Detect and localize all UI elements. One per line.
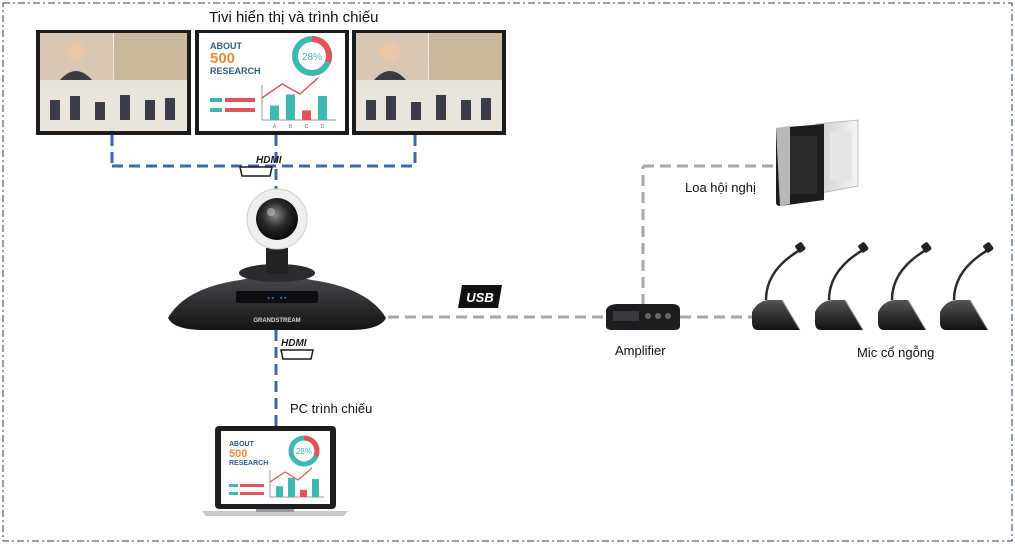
laptop-slide-bar — [288, 477, 295, 497]
svg-text:▪▪ ▪▪: ▪▪ ▪▪ — [266, 295, 287, 303]
hdmi-label-bottom: HDMI — [281, 338, 307, 349]
slide-percent: 28% — [302, 52, 322, 63]
laptop-slide-bar — [300, 489, 307, 497]
usb-label: USB — [466, 290, 493, 305]
tv-display-right — [352, 30, 506, 135]
video-conference-camera-icon: ▪▪ ▪▪ GRANDSTREAM — [168, 188, 386, 330]
laptop-slide-heading-3: RESEARCH — [229, 460, 268, 467]
slide-arrow-rows — [210, 98, 255, 112]
device-brand: GRANDSTREAM — [253, 318, 300, 324]
gooseneck-mic-icon — [940, 242, 994, 331]
slide-heading-2: 500 — [210, 50, 235, 67]
slide-bar-label: D — [321, 124, 325, 130]
hdmi-connector-icon: HDMI — [239, 155, 282, 177]
slide-bar — [270, 105, 279, 120]
hdmi-connector-icon: HDMI — [280, 338, 314, 360]
hdmi-label-top: HDMI — [256, 155, 282, 166]
slide-bar — [318, 96, 327, 120]
amplifier-label: Amplifier — [615, 343, 666, 358]
speaker-icon — [776, 119, 859, 206]
laptop-icon: ABOUT 500 RESEARCH 28% — [202, 426, 348, 516]
slide-heading-1: ABOUT — [210, 41, 242, 51]
audio-links — [388, 164, 778, 319]
slide-bar-labels: A B C D — [273, 124, 325, 130]
laptop-slide-bar — [276, 486, 283, 497]
gooseneck-mics — [752, 242, 994, 331]
usb-connector-icon: USB — [458, 285, 502, 308]
laptop-slide-bars — [276, 477, 319, 497]
slide-bar-label: C — [305, 124, 309, 130]
pc-label: PC trình chiếu — [290, 401, 373, 416]
slide-bars — [270, 94, 327, 120]
amplifier-icon — [606, 304, 680, 330]
laptop-slide-heading-2: 500 — [229, 448, 247, 460]
tv-display-left — [36, 30, 191, 135]
hdmi-links — [110, 135, 417, 426]
slide-bar — [302, 110, 311, 120]
gooseneck-mic-icon — [752, 242, 806, 331]
gooseneck-mic-icon — [878, 242, 932, 331]
mic-label: Mic cổ ngỗng — [857, 345, 935, 360]
tv-display-middle: ABOUT 500 RESEARCH 28% A B C D — [195, 30, 349, 135]
laptop-slide-bar — [312, 479, 319, 497]
laptop-slide-heading-1: ABOUT — [229, 441, 255, 448]
slide-bar — [286, 94, 295, 120]
tv-title-label: Tivi hiển thị và trình chiếu — [209, 9, 379, 26]
speaker-label: Loa hội nghị — [685, 180, 756, 195]
gooseneck-mic-icon — [815, 242, 869, 331]
slide-bar-label: B — [289, 124, 293, 130]
laptop-slide-percent: 28% — [296, 447, 312, 456]
slide-bar-label: A — [273, 124, 277, 130]
slide-heading-3: RESEARCH — [210, 66, 261, 76]
